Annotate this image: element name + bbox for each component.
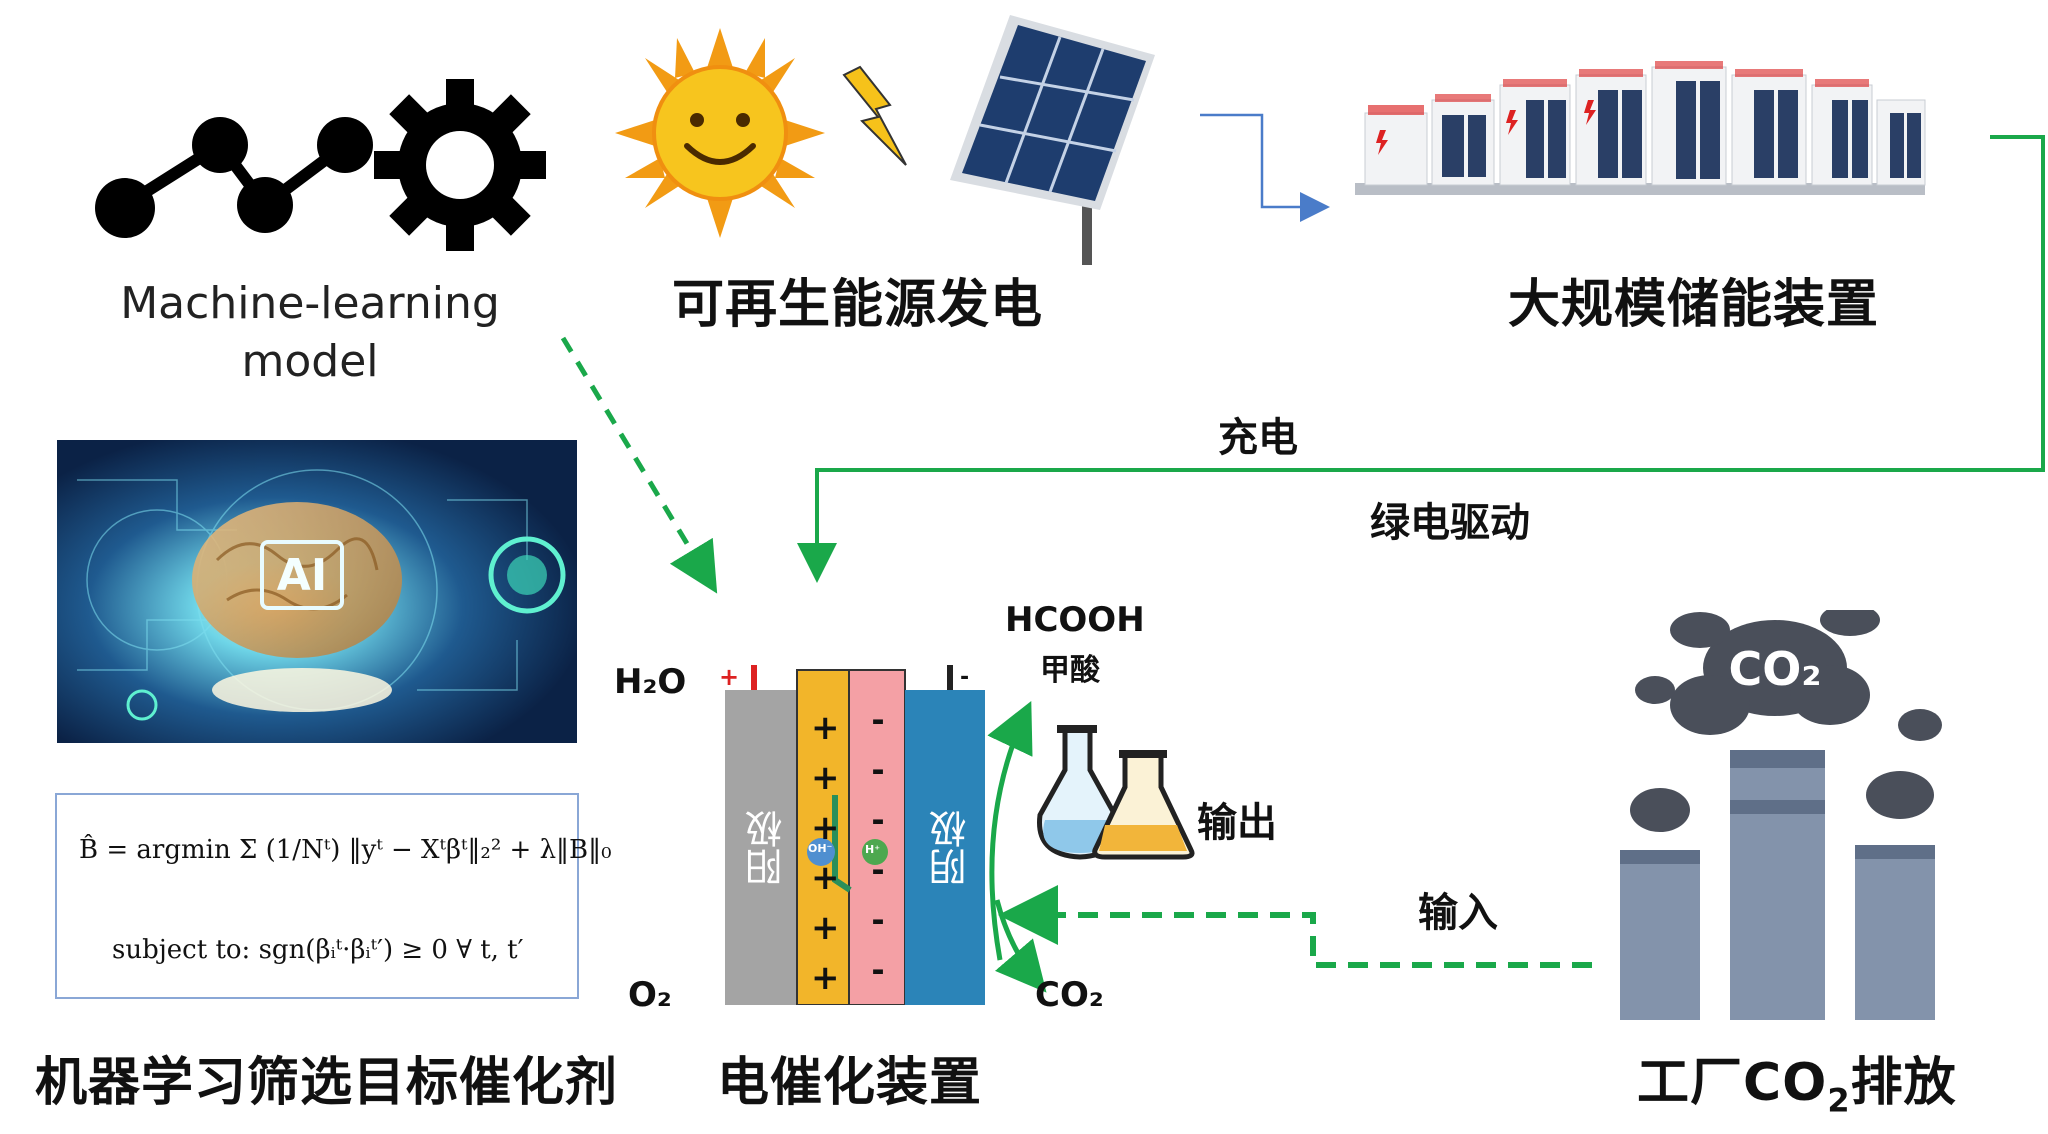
- ai-badge: AI: [277, 550, 327, 601]
- caption-factory: 工厂CO2排放: [1637, 1040, 1957, 1119]
- caption-factory-suffix: 排放: [1850, 1053, 1957, 1113]
- label-co2-input: CO₂: [1035, 975, 1104, 1015]
- solar-panel-icon: [950, 15, 1155, 265]
- ai-brain-image: AI: [57, 440, 577, 743]
- electrolysis-cell: + - + + + + + + - - - - - - OH⁻ H⁺ 阳极 阴极: [719, 663, 985, 1005]
- plus-mark: +: [811, 708, 840, 748]
- label-charge: 充电: [1218, 415, 1298, 461]
- oh-ion: OH⁻: [808, 842, 833, 855]
- minus-mark: -: [871, 801, 885, 839]
- plus-sign-electrode: +: [719, 663, 740, 691]
- flask-icon: [1037, 725, 1195, 860]
- label-hcooh: HCOOH: [1005, 600, 1145, 640]
- network-graph-icon: [95, 117, 373, 238]
- minus-mark: -: [871, 701, 885, 739]
- factory-chimneys-icon: CO₂: [1620, 610, 1942, 1020]
- minus-mark: -: [871, 901, 885, 939]
- plus-mark: +: [811, 808, 840, 848]
- minus-mark: -: [871, 751, 885, 789]
- caption-factory-prefix: 工厂CO: [1637, 1053, 1828, 1113]
- arrow-factory-to-device: [998, 885, 1592, 968]
- minus-sign-electrode: -: [960, 665, 970, 690]
- ml-model-label: Machine-learning model: [100, 275, 520, 391]
- plus-mark: +: [811, 908, 840, 948]
- smoke-co2-label: CO₂: [1728, 642, 1821, 696]
- label-green-drive: 绿电驱动: [1370, 500, 1530, 546]
- formula-box: B̂ = argmin Σ (1/Nᵗ) ‖yᵗ − Xᵗβᵗ‖₂² + λ‖B…: [55, 793, 612, 999]
- sun-icon: [615, 28, 825, 238]
- ml-model-line1: Machine-learning: [120, 278, 500, 329]
- plus-mark: +: [811, 958, 840, 998]
- caption-device: 电催化装置: [717, 1053, 983, 1113]
- lightning-icon: [842, 65, 907, 166]
- caption-factory-sub: 2: [1827, 1081, 1851, 1120]
- caption-renewable: 可再生能源发电: [672, 275, 1044, 335]
- label-input: 输入: [1418, 890, 1498, 936]
- plus-column: + + + + + +: [811, 703, 840, 1003]
- arrow-ml-to-device: [560, 336, 718, 594]
- arrow-solar-to-storage: [1200, 113, 1330, 222]
- arrow-hcooh-output: [987, 700, 1033, 961]
- label-h2o: H₂O: [614, 662, 687, 702]
- formula-line2: subject to: sgn(βᵢᵗ·βᵢᵗ′) ≥ 0 ∀ t, t′: [112, 935, 524, 965]
- minus-mark: -: [871, 851, 885, 889]
- minus-mark: -: [871, 951, 885, 989]
- plus-mark: +: [811, 758, 840, 798]
- caption-ml-screen: 机器学习筛选目标催化剂: [35, 1053, 619, 1113]
- gear-icon: [374, 79, 546, 251]
- ml-model-line2: model: [241, 336, 379, 387]
- caption-storage: 大规模储能装置: [1508, 275, 1880, 335]
- ml-model-panel: Machine-learning model: [60, 70, 580, 390]
- plus-mark: +: [811, 858, 840, 898]
- minus-column: - - - - - -: [865, 695, 891, 995]
- formula-line1: B̂ = argmin Σ (1/Nᵗ) ‖yᵗ − Xᵗβᵗ‖₂² + λ‖B…: [79, 835, 612, 865]
- label-formic-acid: 甲酸: [1040, 653, 1100, 688]
- cathode-label: 阴极: [929, 810, 973, 886]
- label-output: 输出: [1197, 800, 1277, 846]
- h-ion: H⁺: [865, 843, 881, 856]
- arrow-co2-in: [994, 899, 1047, 993]
- energy-storage-icon: [1355, 61, 1926, 195]
- anode-label: 阳极: [745, 810, 789, 886]
- label-o2: O₂: [628, 975, 672, 1015]
